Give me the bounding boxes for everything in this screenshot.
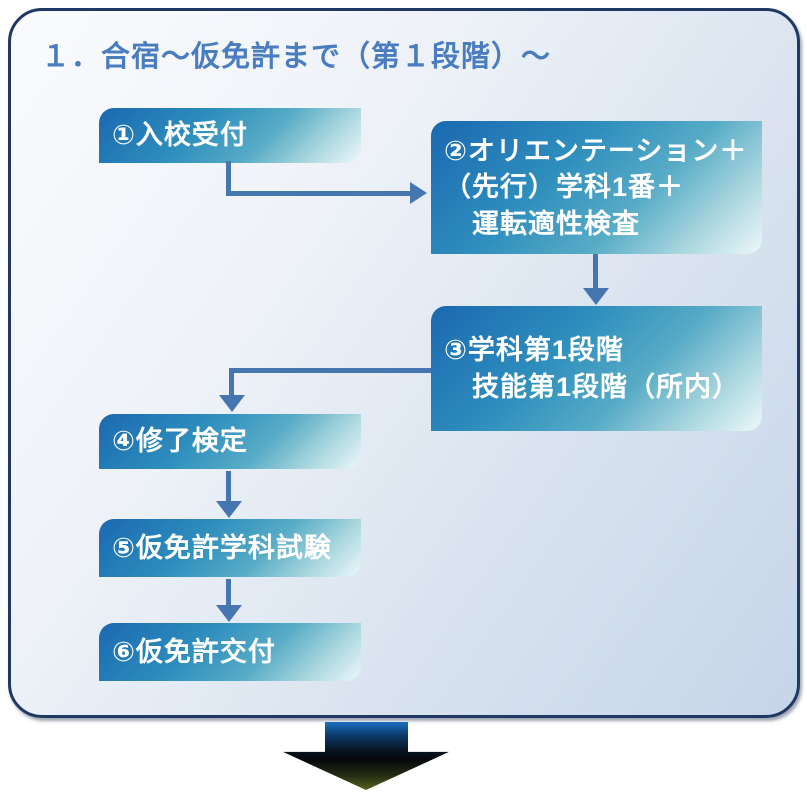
- arrow-down-icon: [583, 288, 609, 305]
- step-box-provisional-written-exam: ⑤仮免許学科試験: [99, 519, 361, 577]
- connector-1-2-vertical-segment: [226, 161, 231, 196]
- step-box-completion-test: ④修了検定: [99, 414, 361, 469]
- connector-1-2-horizontal-segment: [226, 191, 411, 196]
- arrow-down-icon: [216, 501, 242, 518]
- connector-2-3-vertical-segment: [593, 254, 598, 290]
- step-box-stage1-lessons: ③学科第1段階 技能第1段階（所内）: [431, 306, 762, 431]
- connector-4-5-vertical-segment: [226, 471, 231, 503]
- connector-3-4-horizontal-segment: [229, 368, 431, 373]
- stage1-panel: １．合宿～仮免許まで（第１段階）～ ①入校受付 ②オリエンテーション＋ （先行）…: [8, 8, 800, 718]
- step-box-orientation: ②オリエンテーション＋ （先行）学科1番＋ 運転適性検査: [431, 121, 762, 254]
- step-box-provisional-license-issue: ⑥仮免許交付: [99, 623, 361, 681]
- step-box-entry-reception: ①入校受付: [99, 108, 361, 163]
- arrow-right-icon: [410, 182, 427, 204]
- connector-5-6-vertical-segment: [226, 579, 231, 607]
- arrow-down-icon: [216, 605, 242, 622]
- next-section-arrow-icon: [283, 722, 449, 790]
- diagram-title: １．合宿～仮免許まで（第１段階）～: [41, 41, 552, 73]
- arrow-down-icon: [219, 395, 245, 412]
- connector-3-4-vertical-segment: [229, 368, 234, 397]
